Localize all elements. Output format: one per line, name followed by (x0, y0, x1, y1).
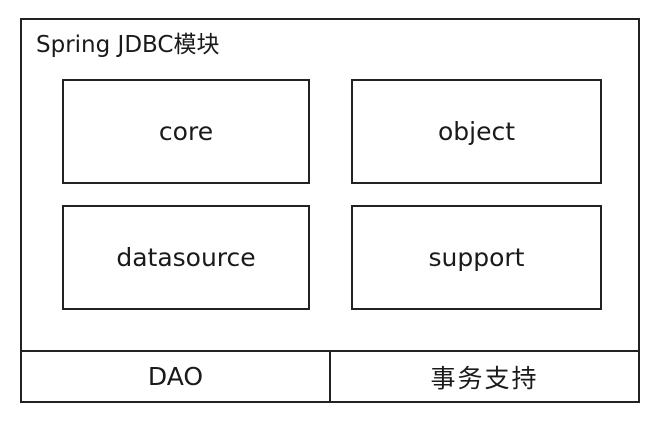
footer-dao-label: DAO (147, 362, 204, 391)
component-label: core (158, 117, 214, 146)
footer-transaction-label: 事务支持 (430, 363, 539, 393)
component-support: support (351, 205, 602, 310)
footer-separator (329, 350, 331, 403)
component-label: object (437, 117, 516, 146)
footer-dao: DAO (22, 352, 329, 401)
component-object: object (351, 79, 602, 184)
component-datasource: datasource (62, 205, 310, 310)
footer-transaction-support: 事务支持 (331, 352, 638, 401)
component-label: support (428, 243, 525, 272)
component-label: datasource (116, 243, 256, 272)
component-core: core (62, 79, 310, 184)
module-title: Spring JDBC模块 (36, 32, 220, 58)
